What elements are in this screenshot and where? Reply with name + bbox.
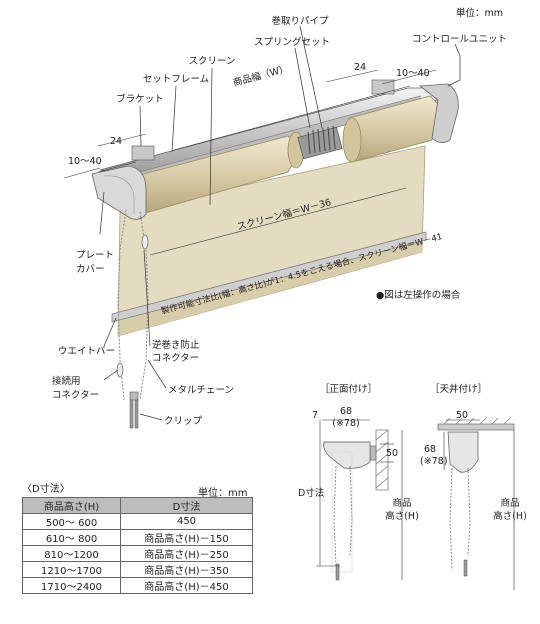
label-control: コントロールユニット — [412, 34, 507, 45]
front-wall — [375, 429, 389, 491]
ceiling-d50: 50 — [456, 410, 468, 421]
label-bracket: ブラケット — [116, 93, 164, 105]
table-row: 810～1200 商品高さ(H)－250 — [21, 545, 253, 562]
table-row: 1710～2400 商品高さ(H)－450 — [21, 577, 253, 594]
ceiling-d68: 68 — [424, 444, 436, 455]
ceiling-housing — [447, 431, 479, 473]
cell-ddim: 商品高さ(H)－450 — [120, 577, 253, 594]
front-weight — [335, 563, 340, 581]
bracket-left — [131, 145, 155, 161]
bracket-right — [371, 79, 395, 95]
ceiling-height-1: 商品 — [500, 497, 519, 509]
front-d78: (※78) — [332, 418, 359, 429]
anti-reverse-connector — [141, 234, 149, 250]
label-24-left: 24 — [110, 136, 122, 147]
ceiling-mount-title: ［天井付け］ — [430, 383, 487, 395]
label-frame: セットフレーム — [143, 74, 209, 85]
weight-bar — [111, 231, 427, 323]
label-connector-1: 接続用 — [52, 375, 81, 387]
cell-ddim: 450 — [120, 513, 253, 530]
table-header-row: 商品高さ(H) D寸法 — [21, 497, 253, 514]
label-anti-reverse-2: コネクター — [152, 353, 199, 364]
table-row: 500～ 600 450 — [21, 513, 253, 530]
label-clip: クリップ — [164, 416, 203, 427]
d-table-unit: 単位：mm — [198, 488, 248, 499]
front-chain-2 — [349, 465, 353, 557]
front-ddim: D寸法 — [298, 487, 324, 499]
ceiling-d78: (※78) — [420, 456, 447, 467]
front-height-1: 商品 — [392, 497, 411, 509]
spring-set — [297, 126, 343, 160]
label-pipe: 巻取りパイプ — [271, 15, 329, 27]
front-wall-hatch — [375, 429, 389, 489]
cell-height: 1210～1700 — [21, 561, 122, 578]
front-height-2: 高さ(H) — [385, 510, 419, 522]
label-weight-bar: ウエイトバー — [58, 346, 115, 357]
cell-height: 500～ 600 — [21, 513, 122, 530]
header-ddim: D寸法 — [120, 497, 253, 514]
control-unit — [418, 83, 459, 143]
ceiling-weight — [463, 559, 468, 577]
table-row: 1210～1700 商品高さ(H)－350 — [21, 561, 253, 578]
d-dimension-table: 商品高さ(H) D寸法 500～ 600 450 610～ 800 商品高さ(H… — [21, 497, 253, 594]
ceiling-chain-1 — [449, 467, 453, 571]
label-metal-chain: メタルチェーン — [168, 385, 234, 396]
front-d7: 7 — [312, 410, 318, 421]
label-spring: スプリングセット — [254, 36, 330, 48]
front-bracket — [369, 445, 377, 461]
front-chain-1 — [333, 465, 337, 567]
chain-weight-2 — [134, 399, 139, 429]
d-table-title: 〈D寸法〉 — [22, 484, 70, 495]
front-mount-title: ［正面付け］ — [320, 384, 377, 395]
chain-weight-1 — [129, 399, 134, 429]
label-left-op: ●図は左操作の場合 — [376, 289, 461, 301]
label-1040-left: 10～40 — [68, 156, 102, 167]
label-screen: スクリーン — [188, 56, 235, 67]
table-row: 610～ 800 商品高さ(H)－150 — [21, 529, 253, 546]
spring-coils — [307, 125, 336, 155]
label-connector-2: コネクター — [52, 390, 99, 401]
label-anti-reverse-1: 逆巻き防止 — [152, 339, 200, 351]
cell-height: 1710～2400 — [21, 577, 122, 594]
label-plate-2: カバー — [76, 264, 105, 275]
unit-label-top: 単位：mm — [456, 7, 503, 19]
front-housing — [323, 441, 371, 469]
ceiling-chain-2 — [467, 467, 471, 557]
header-height: 商品高さ(H) — [21, 497, 122, 514]
connection-connector — [116, 362, 124, 378]
clip — [129, 391, 139, 401]
label-plate-1: プレート — [76, 250, 114, 261]
cell-ddim: 商品高さ(H)－250 — [120, 545, 253, 562]
ceiling-hatch — [443, 417, 511, 425]
cell-ddim: 商品高さ(H)－350 — [120, 561, 253, 578]
cell-height: 610～ 800 — [21, 529, 122, 546]
ceiling — [437, 423, 515, 431]
right-roll-end — [342, 117, 362, 163]
ceiling-height-2: 高さ(H) — [493, 510, 527, 522]
label-1040-right: 10～40 — [396, 68, 430, 79]
plate-cover — [91, 165, 147, 220]
front-d68: 68 — [340, 406, 352, 417]
front-d50: 50 — [386, 448, 398, 459]
cell-height: 810～1200 — [21, 545, 122, 562]
label-width: 商品幅（W） — [232, 63, 290, 89]
cell-ddim: 商品高さ(H)－150 — [120, 529, 253, 546]
label-24-right: 24 — [354, 62, 366, 73]
